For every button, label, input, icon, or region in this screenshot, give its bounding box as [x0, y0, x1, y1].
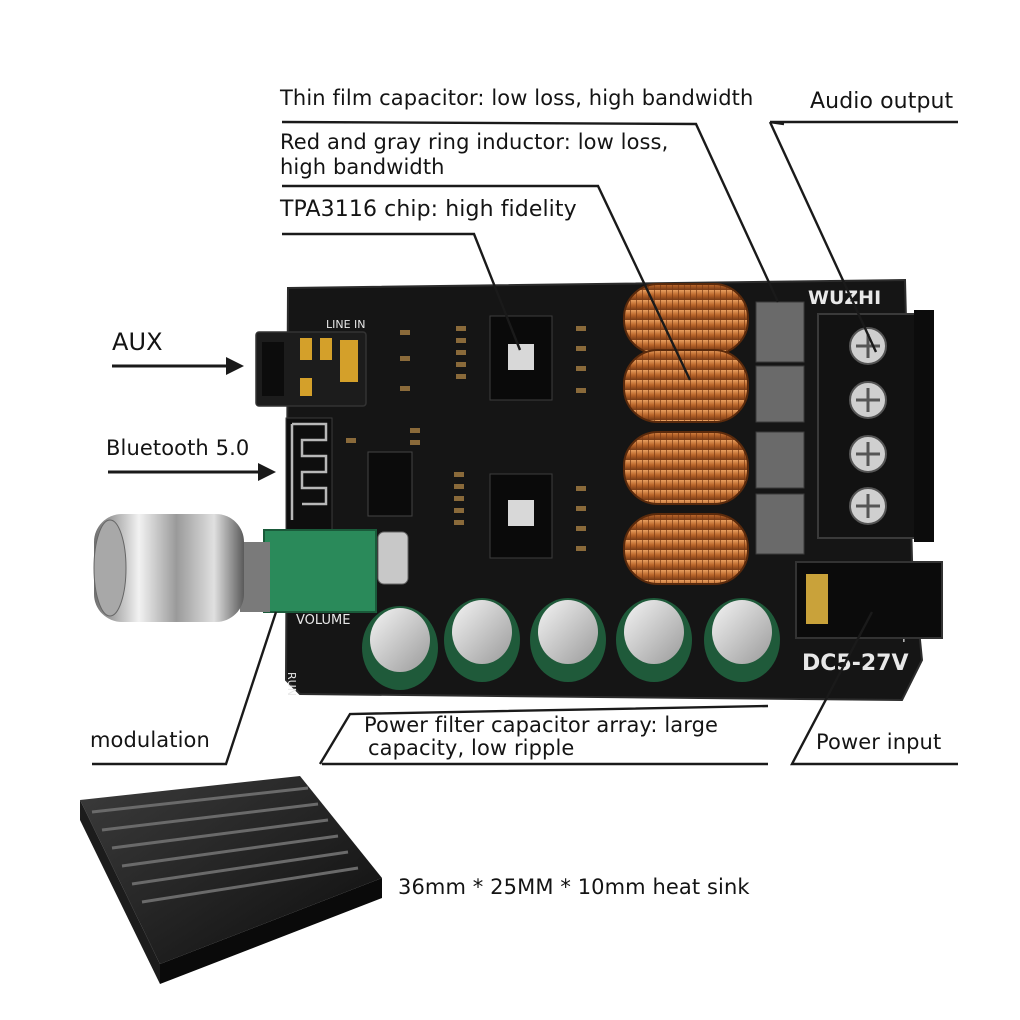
film-capacitors: [755, 301, 805, 555]
thin-film-capacitor-label: Thin film capacitor: low loss, high band…: [280, 86, 754, 110]
board-volume-label: VOLUME: [296, 613, 350, 628]
volume-knob: [93, 514, 244, 622]
bluetooth-arrow: [108, 463, 276, 481]
smd-components: [346, 326, 586, 551]
tpa3116-chip-bottom: [489, 473, 553, 559]
audio-output-terminal: [817, 310, 934, 542]
inductor-label-line2: high bandwidth: [280, 155, 445, 179]
tpa3116-chip-top: [489, 315, 553, 401]
heat-sink: [80, 776, 382, 984]
board-run-label: RUN: [285, 672, 298, 696]
capacitor-array-label-line1: Power filter capacitor array: large: [364, 713, 719, 737]
board-voltage-label: DC5-27V: [802, 651, 909, 676]
modulation-label: modulation: [90, 728, 210, 752]
leader-lines: [92, 120, 958, 766]
bluetooth-chip: [367, 451, 413, 517]
board-brand-label: WUZHI: [808, 287, 881, 309]
electrolytic-capacitors: [362, 598, 780, 690]
audio-output-label: Audio output: [810, 89, 954, 114]
bluetooth-label: Bluetooth 5.0: [106, 436, 250, 460]
crystal-oscillator: [377, 531, 409, 585]
inductor-label-line1: Red and gray ring inductor: low loss,: [280, 130, 669, 154]
board-line-in-label: LINE IN: [326, 318, 366, 331]
volume-potentiometer: [240, 529, 377, 613]
dc-power-jack: [795, 561, 943, 639]
inductor-4: [623, 513, 749, 585]
inductor-3: [623, 431, 749, 505]
aux-label: AUX: [112, 328, 163, 356]
capacitor-array-label-line2: capacity, low ripple: [368, 736, 575, 760]
aux-arrow: [112, 357, 244, 375]
aux-jack: [255, 331, 367, 407]
power-input-label: Power input: [816, 730, 942, 754]
inductor-1: [623, 283, 749, 355]
inductor-2: [623, 349, 749, 423]
bluetooth-antenna: [285, 417, 333, 531]
chip-label: TPA3116 chip: high fidelity: [280, 197, 577, 222]
heat-sink-label: 36mm * 25MM * 10mm heat sink: [398, 875, 750, 899]
